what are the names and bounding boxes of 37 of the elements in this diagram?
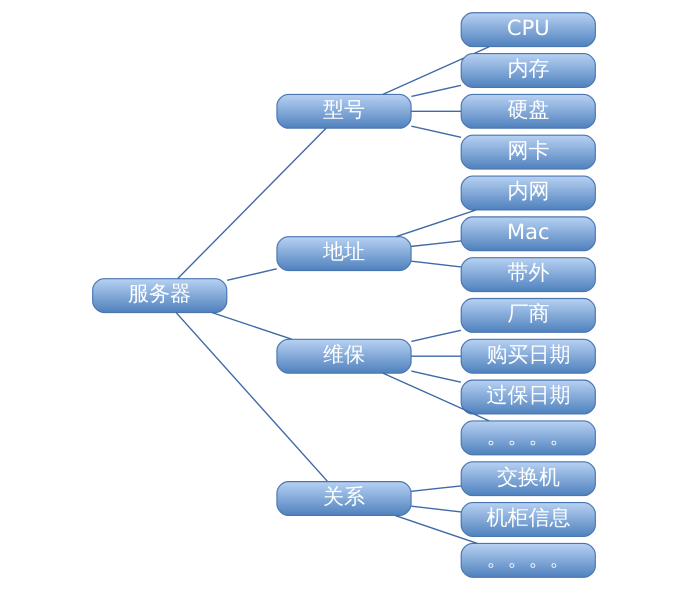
connector [396,209,477,238]
connector [411,356,461,357]
connector [212,312,292,340]
connector [411,84,462,98]
node-box: 机柜信息 [460,502,596,537]
connector [411,485,462,492]
node-box: 带外 [460,257,596,292]
node-box: 交换机 [460,461,596,496]
connector [226,268,277,281]
connector [411,240,462,248]
connector [411,125,462,138]
connector [382,372,490,422]
connector [395,514,478,544]
connector [382,46,490,96]
node-box: 维保 [276,338,412,374]
connector [176,312,328,482]
node-box: 服务器 [92,278,228,314]
connector [411,505,462,513]
node-box: CPU [460,12,596,48]
node-box: 内网 [460,175,596,210]
node-box: 过保日期 [460,380,596,415]
node-box: 型号 [276,94,412,129]
node-box: Mac [460,216,596,252]
connector [411,330,462,342]
connector [177,128,327,280]
connector [411,370,462,383]
node-box: 厂商 [460,298,596,333]
node-box: 地址 [276,236,412,272]
node-box: 。。。。 [460,542,596,578]
node-box: 网卡 [460,134,596,170]
node-box: 购买日期 [460,338,596,374]
node-box: 。。。。 [460,420,596,456]
node-box: 硬盘 [460,94,596,129]
connector [411,260,462,268]
connector [411,110,461,112]
node-box: 关系 [276,481,412,516]
node-box: 内存 [460,53,596,88]
